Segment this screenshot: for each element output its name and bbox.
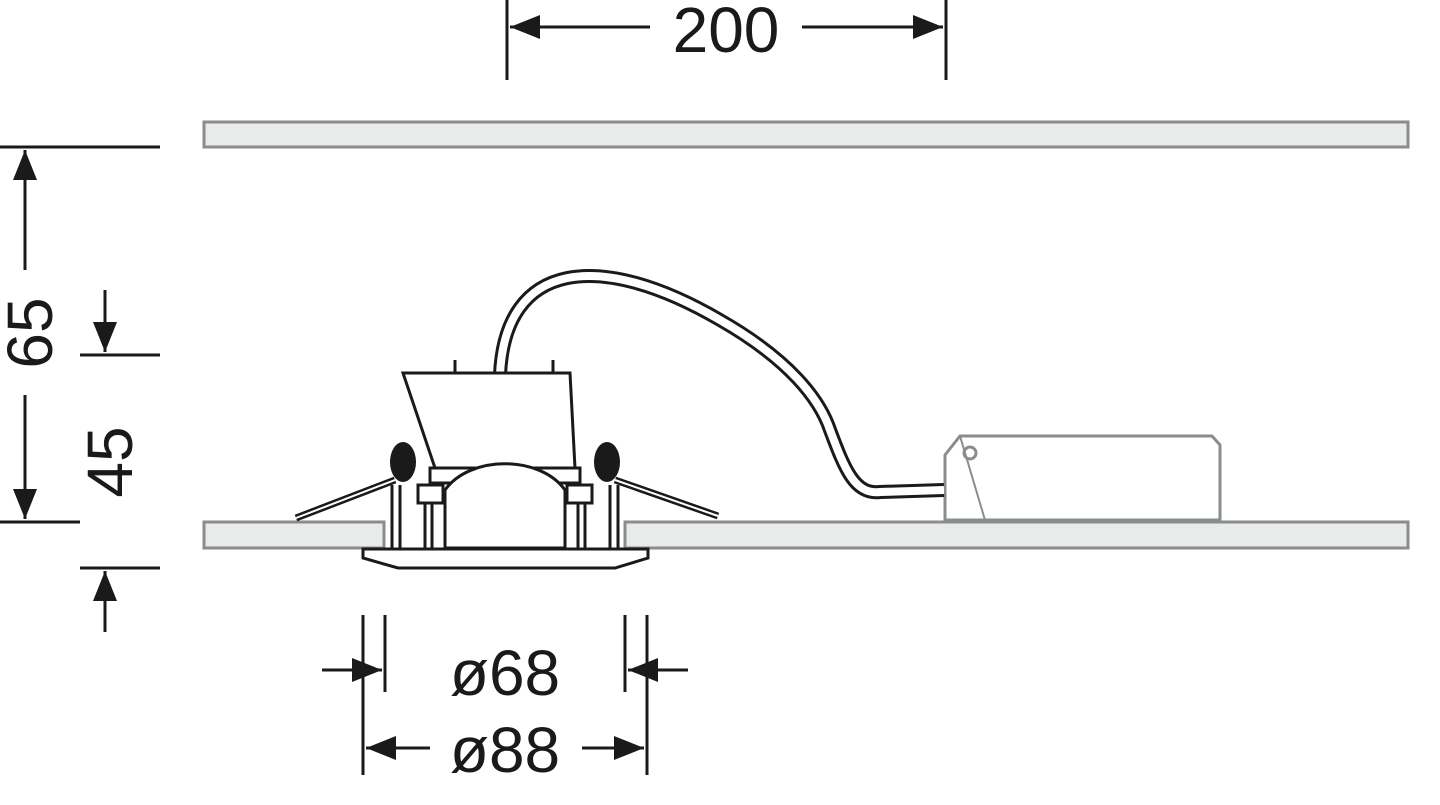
dimension-65: 65 [0, 145, 160, 524]
dimension-label-200: 200 [673, 0, 780, 66]
driver-box [943, 434, 1222, 522]
upper-ceiling-panel [202, 120, 1410, 149]
connection-cable [493, 268, 945, 500]
dimension-bezel-88: ø88 [361, 615, 649, 786]
dimension-label-68: ø68 [450, 637, 560, 709]
dimension-label-88: ø88 [450, 714, 560, 786]
lower-ceiling-panel-right [623, 520, 1410, 550]
dimension-cutout-68: ø68 [322, 615, 688, 709]
dimension-label-65: 65 [0, 297, 66, 368]
dimension-label-45: 45 [74, 426, 146, 497]
downlight-fixture [294, 360, 720, 570]
dimension-200: 200 [505, 0, 948, 80]
lower-ceiling-panel-left [202, 520, 386, 550]
dimension-45: 45 [74, 290, 160, 632]
